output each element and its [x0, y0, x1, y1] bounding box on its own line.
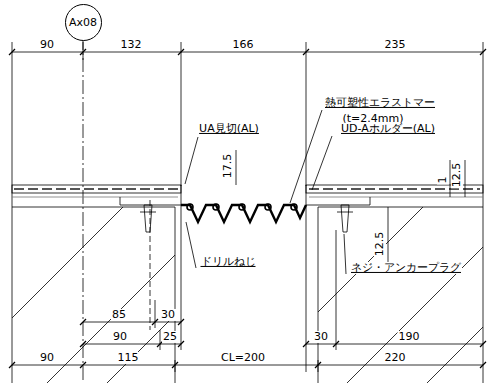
- axis-marker: Ax08: [65, 4, 102, 41]
- part-label: 熱可塑性エラストマー: [324, 97, 436, 109]
- part-label: ネジ・アンカープラグ: [350, 262, 462, 274]
- dimension-value: 12.5: [451, 162, 463, 189]
- dimension-value: 90: [39, 39, 55, 51]
- dimension-value: 166: [232, 39, 255, 51]
- dimension-value: CL=200: [220, 352, 266, 364]
- dimension-value: 220: [384, 352, 407, 364]
- axis-label: Ax08: [69, 17, 97, 28]
- dimension-value: 25: [162, 331, 178, 343]
- part-label: UA見切(AL): [198, 123, 260, 135]
- dimension-value: 132: [120, 39, 143, 51]
- dimension-value: 12.5: [374, 231, 386, 258]
- part-label: ドリルねじ: [200, 256, 257, 268]
- dimension-value: 115: [117, 352, 140, 364]
- dimension-value: 1: [437, 176, 449, 185]
- dimension-value: 30: [160, 309, 176, 321]
- dimension-value: 85: [111, 309, 127, 321]
- dimension-value: 90: [39, 352, 55, 364]
- dimension-value: 90: [112, 331, 128, 343]
- dimension-value: 30: [313, 331, 329, 343]
- part-label: UD-Aホルダー(AL): [340, 123, 436, 135]
- dimension-value: 190: [398, 331, 421, 343]
- dimension-value: 17.5: [222, 153, 234, 180]
- dimension-value: 235: [384, 39, 407, 51]
